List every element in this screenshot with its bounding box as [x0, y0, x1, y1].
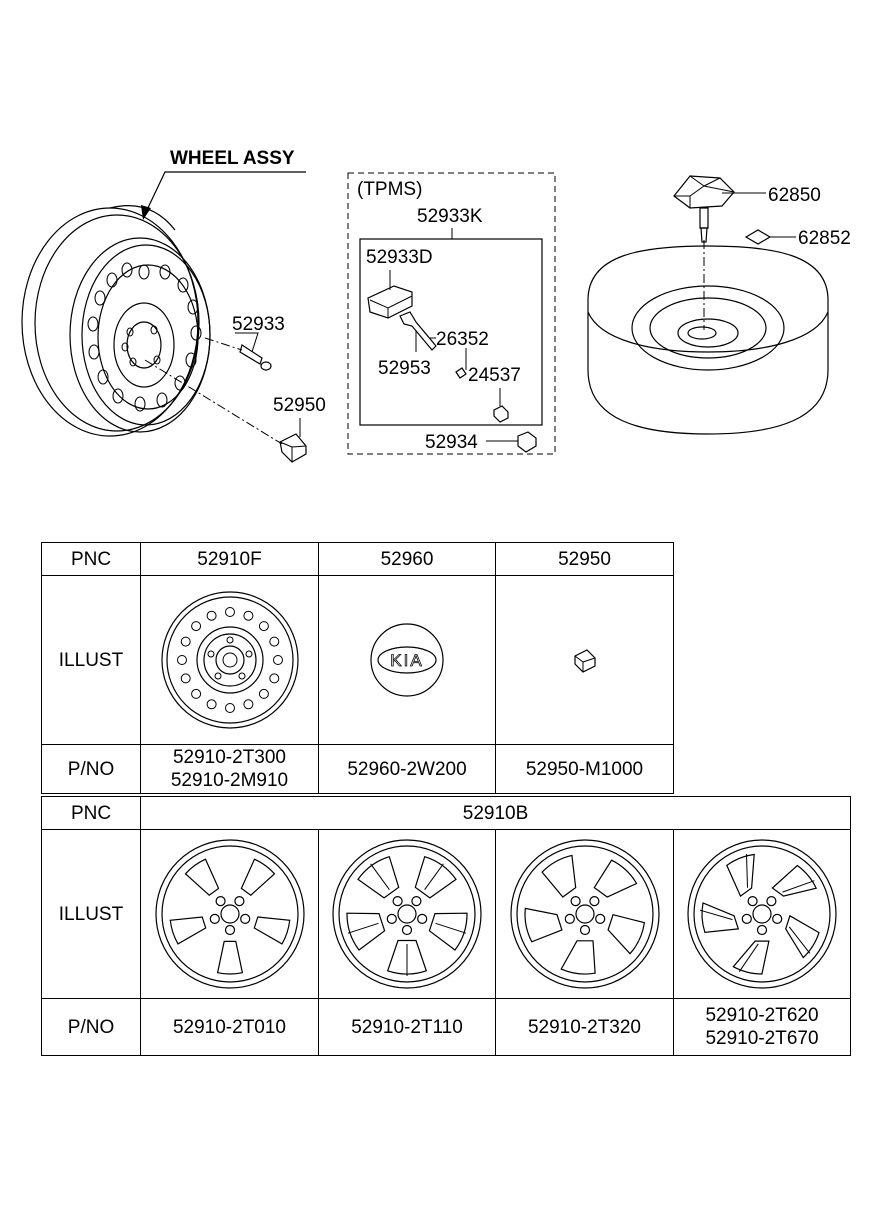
kia-badge-text: KIA	[390, 651, 423, 670]
pnc-52910b: 52910B	[139, 796, 852, 830]
steel-wheel-illustration	[160, 591, 299, 729]
part-number: 52910-2M910	[170, 770, 289, 791]
spare-tire-drawing	[587, 245, 829, 435]
lug-nut-illustration	[573, 649, 596, 673]
alloy-wheel-1-illustration	[154, 839, 305, 989]
callout-26352: 26352	[436, 329, 489, 350]
tpms-valve-drawing	[399, 311, 437, 351]
callout-62850: 62850	[768, 185, 821, 206]
label-tag-drawing	[744, 229, 772, 245]
center-cap-illustration: KIA	[370, 623, 444, 697]
wheel-assembly-diagram: WHEEL ASSY	[21, 148, 851, 463]
pno-alloy-1: 52910-2T010	[140, 998, 319, 1056]
callout-52953: 52953	[378, 358, 431, 379]
pnc-label: PNC	[41, 796, 141, 830]
pnc-52910f: 52910F	[140, 542, 319, 576]
illust-label: ILLUST	[41, 575, 141, 745]
lock-bolt-drawing	[673, 175, 735, 243]
tpms-box	[347, 172, 556, 455]
part-number: 52910-2T110	[351, 1016, 463, 1038]
illust-alloy-3	[495, 829, 674, 999]
pno-alloy-3: 52910-2T320	[495, 998, 674, 1056]
tpms-nut-drawing	[493, 405, 509, 423]
part-number: 52910-2T620	[705, 1005, 819, 1026]
illust-steel-wheel	[140, 575, 319, 745]
pno-52960: 52960-2W200	[318, 744, 496, 794]
illust-alloy-1	[140, 829, 319, 999]
tpms-cap-drawing	[517, 431, 537, 453]
callout-52933: 52933	[232, 314, 285, 335]
illust-alloy-4	[672, 829, 852, 999]
parts-table-1: PNC 52910F 52960 52950 ILLUST KIA	[41, 542, 674, 794]
callout-52950: 52950	[273, 395, 326, 416]
tpms-kit-box	[359, 238, 543, 426]
callout-52934: 52934	[425, 432, 478, 453]
wheel-assy-title: WHEEL ASSY	[170, 148, 295, 169]
callout-52933d: 52933D	[366, 247, 433, 268]
pno-52910f: 52910-2T300 52910-2M910	[140, 744, 319, 794]
pno-label: P/NO	[41, 998, 141, 1056]
tpms-core-drawing	[455, 367, 467, 379]
alloy-wheel-4-illustration	[687, 839, 837, 989]
part-number: 52950-M1000	[525, 758, 644, 780]
pnc-52950: 52950	[495, 542, 674, 576]
pnc-52960: 52960	[318, 542, 496, 576]
illust-label: ILLUST	[41, 829, 141, 999]
leader-dash-52950	[144, 359, 283, 445]
parts-table-2: PNC 52910B ILLUST P/NO 52910-2T010 52910…	[41, 796, 852, 1056]
pno-52950: 52950-M1000	[495, 744, 674, 794]
part-number: 52910-2T300	[172, 747, 287, 768]
part-number: 52910-2T670	[705, 1028, 819, 1049]
pno-alloy-4: 52910-2T620 52910-2T670	[672, 998, 852, 1056]
alloy-wheel-2-illustration	[332, 839, 482, 989]
alloy-wheel-3-illustration	[509, 839, 660, 989]
tpms-label: (TPMS)	[357, 179, 422, 200]
illust-alloy-2	[318, 829, 496, 999]
pnc-label: PNC	[41, 542, 141, 576]
pno-label: P/NO	[41, 744, 141, 794]
part-number: 52910-2T010	[172, 1016, 287, 1038]
leader-52933	[235, 332, 259, 353]
illust-center-cap: KIA	[318, 575, 496, 745]
steel-wheel-drawing	[21, 205, 211, 437]
part-number: 52960-2W200	[347, 758, 467, 780]
wheel-assy-leader	[145, 171, 306, 213]
callout-52933k: 52933K	[417, 206, 483, 227]
illust-lug-nut	[495, 575, 674, 745]
callout-62852: 62852	[798, 228, 851, 249]
tpms-sensor-drawing	[367, 285, 413, 319]
lug-nut-drawing	[279, 433, 307, 463]
valve-stem-drawing	[204, 337, 272, 371]
callout-24537: 24537	[468, 365, 521, 386]
part-number: 52910-2T320	[527, 1016, 642, 1038]
pno-alloy-2: 52910-2T110	[318, 998, 496, 1056]
